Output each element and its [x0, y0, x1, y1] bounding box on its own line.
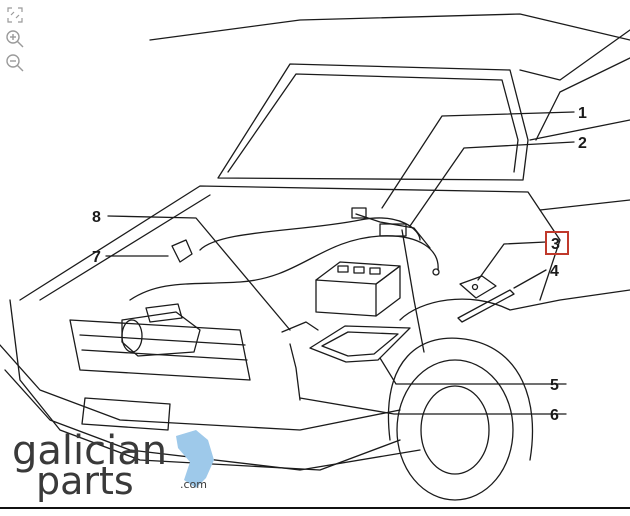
- relay-block: [379, 223, 407, 237]
- zoom-out-icon[interactable]: [4, 52, 26, 74]
- positive-cable: [401, 229, 425, 353]
- a-pillar-right: [519, 29, 630, 81]
- cable-terminal: [432, 268, 440, 276]
- battery-tray: [309, 325, 411, 363]
- fit-to-screen-icon[interactable]: [4, 4, 26, 26]
- cable-loop: [199, 217, 421, 251]
- sensor-7: [171, 239, 193, 263]
- bumper-bottom: [4, 369, 421, 471]
- grille: [69, 319, 251, 381]
- ground-cable: [289, 343, 301, 401]
- viewer-toolbar: [4, 4, 26, 76]
- callout-7: 7: [92, 249, 101, 266]
- windshield-inner: [227, 73, 519, 173]
- battery-front: [315, 279, 377, 317]
- bumper-top: [0, 344, 401, 431]
- wheel-arch: [387, 337, 534, 461]
- callout-5: 5: [550, 377, 559, 394]
- car-roof-line: [149, 13, 630, 41]
- side-body: [539, 199, 630, 211]
- starter-end: [121, 319, 143, 353]
- battery-tray-inner: [321, 331, 399, 357]
- hood-outline: [19, 185, 561, 301]
- leader-5: [379, 357, 567, 385]
- leader-4: [513, 269, 547, 289]
- logo-suffix: .com: [180, 478, 207, 491]
- battery-side: [375, 265, 401, 317]
- galicianparts-logo: galician parts .com: [12, 428, 214, 503]
- leader-2: [409, 141, 575, 227]
- callout-1: 1: [578, 105, 587, 122]
- leader-1: [381, 111, 575, 209]
- battery-cap-1: [337, 265, 349, 273]
- battery-cap-2: [353, 266, 365, 274]
- front-wheel-hub: [420, 385, 490, 475]
- leader-3: [477, 241, 547, 281]
- bottom-divider: [0, 507, 630, 509]
- grille-slat-1: [79, 334, 246, 346]
- clamp-hole: [471, 283, 479, 291]
- main-cable: [129, 235, 439, 301]
- starter-solenoid: [145, 303, 183, 323]
- callout-8: 8: [92, 209, 101, 226]
- grille-slat-2: [81, 349, 248, 361]
- leader-8: [107, 215, 291, 331]
- battery-strip: [457, 289, 515, 323]
- logo-line1: galician: [12, 428, 167, 474]
- logo-line2: parts: [36, 459, 134, 503]
- battery-clamp: [459, 275, 497, 299]
- fender-right: [399, 289, 630, 321]
- hood-crease: [39, 194, 211, 301]
- windshield-outline: [217, 63, 529, 181]
- side-window: [535, 57, 630, 141]
- fuse-box: [351, 207, 367, 219]
- callout-6: 6: [550, 407, 559, 424]
- battery-cap-3: [369, 267, 381, 275]
- callout-3-highlight-box: [545, 231, 569, 255]
- license-plate: [81, 397, 171, 431]
- callout-2: 2: [578, 135, 587, 152]
- front-wheel: [396, 359, 514, 501]
- starter-motor: [121, 311, 201, 357]
- ground-strap: [281, 321, 319, 333]
- galicia-map-icon: [176, 430, 214, 488]
- side-door-line: [529, 119, 630, 141]
- cable-to-box: [355, 213, 431, 249]
- leader-6: [299, 397, 567, 415]
- zoom-in-icon[interactable]: [4, 28, 26, 50]
- callout-4: 4: [550, 263, 559, 280]
- callout-3: 3: [551, 236, 560, 253]
